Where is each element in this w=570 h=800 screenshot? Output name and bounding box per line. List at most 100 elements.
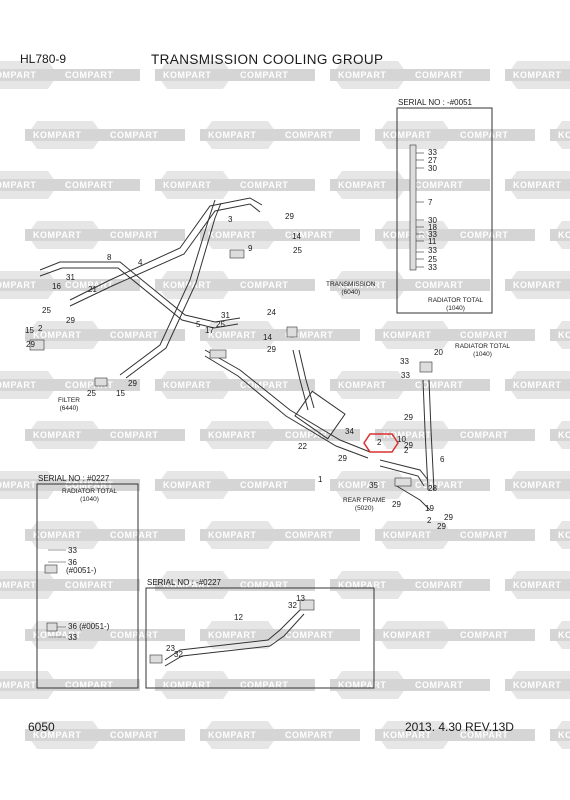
watermark-word-a: KOMPART [558,730,570,740]
callout: 36 (#0051-) [68,622,110,631]
callout: 29 [444,513,453,522]
watermark-word-b: COMPART [65,480,113,490]
watermark-tile: KOMPART COMPART [155,61,315,89]
watermark-word-a: KOMPART [208,630,256,640]
callout: 11 [428,237,437,246]
watermark-word-a: KOMPART [383,230,431,240]
watermark-word-a: KOMPART [33,130,81,140]
serial-label-top-right: SERIAL NO : -#0051 [398,98,472,107]
callout: 2 [427,516,432,525]
watermark-word-a: KOMPART [513,180,561,190]
watermark-word-b: COMPART [460,530,508,540]
watermark-word-b: COMPART [460,130,508,140]
watermark-word-b: COMPART [460,630,508,640]
callout: 29 [26,340,35,349]
watermark-word-b: COMPART [415,680,463,690]
callout: 31 [66,273,75,282]
watermark-word-b: COMPART [240,480,288,490]
watermark-word-b: COMPART [240,180,288,190]
callout: 6 [440,455,445,464]
watermark-word-b: COMPART [285,430,333,440]
watermark-word-a: KOMPART [33,330,81,340]
callout: 29 [338,454,347,463]
watermark-word-b: COMPART [65,70,113,80]
watermark-word-a: KOMPART [33,730,81,740]
watermark-word-a: KOMPART [513,70,561,80]
watermark-word-a: KOMPART [383,130,431,140]
watermark-word-a: KOMPART [163,380,211,390]
watermark-word-a: KOMPART [513,280,561,290]
watermark-word-a: KOMPART [558,130,570,140]
watermark-word-b: COMPART [460,230,508,240]
radiator-label: RADIATOR TOTAL(1040) [455,343,511,358]
watermark-word-b: COMPART [65,680,113,690]
watermark-word-a: KOMPART [558,630,570,640]
callout: 3 [228,215,233,224]
callout: 29 [285,212,294,221]
radiator-caption: RADIATOR TOTAL(1040) [62,488,118,503]
callout: 25 [42,306,51,315]
watermark-word-a: KOMPART [0,280,36,290]
callout: 4 [138,258,143,267]
callout: 5 [196,320,201,329]
watermark-word-a: KOMPART [163,70,211,80]
watermark-word-b: COMPART [285,730,333,740]
watermark-word-b: COMPART [65,280,113,290]
watermark-word-a: KOMPART [513,580,561,590]
watermark-word-a: KOMPART [558,530,570,540]
watermark-word-a: KOMPART [0,380,36,390]
callout: 32 [288,601,297,610]
callout: 2 [38,324,43,333]
watermark-word-a: KOMPART [33,230,81,240]
watermark-word-b: COMPART [110,630,158,640]
callout: 29 [392,500,401,509]
callout: 7 [428,198,433,207]
watermark-tile: KOMPART COMPART [25,321,185,349]
watermark-word-b: COMPART [110,330,158,340]
serial-label-left: SERIAL NO : #0227 [38,474,110,483]
watermark-word-b: COMPART [415,580,463,590]
watermark-word-a: KOMPART [208,230,256,240]
hose-group [39,197,435,667]
watermark-word-a: KOMPART [163,280,211,290]
watermark-word-a: KOMPART [33,530,81,540]
watermark-tile: KOMPART COMPART [25,121,185,149]
watermark-word-a: KOMPART [163,680,211,690]
watermark-word-b: COMPART [240,70,288,80]
callout: 12 [234,613,243,622]
callout: 29 [128,379,137,388]
callout: 33 [68,546,77,555]
watermark-word-b: COMPART [285,330,333,340]
callout: 9 [248,244,253,253]
watermark-word-b: COMPART [110,130,158,140]
callout: 25 [87,389,96,398]
watermark-word-b: COMPART [65,380,113,390]
callout: 16 [52,282,61,291]
callout: 29 [404,413,413,422]
callout: (#0051-) [66,566,97,575]
highlight-label: 2 [377,438,382,447]
serial-box-left [36,483,139,689]
watermark-word-b: COMPART [110,430,158,440]
